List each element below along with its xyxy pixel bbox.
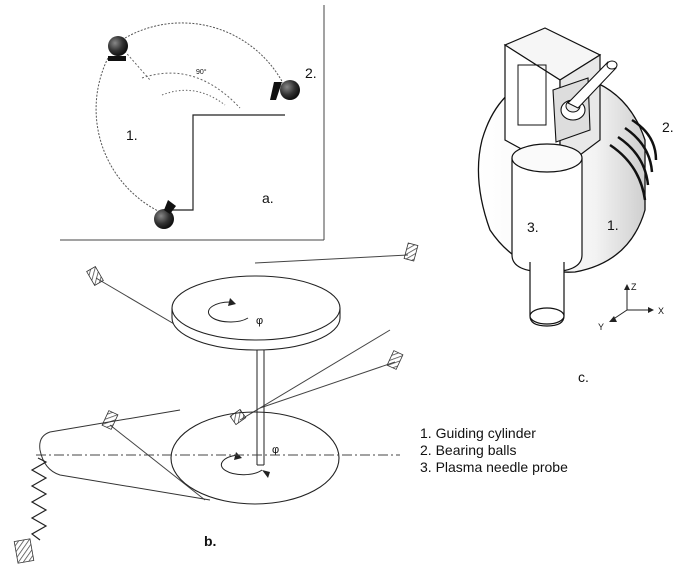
panel-b-spring <box>30 457 48 541</box>
legend-item-bearing-balls: 2. Bearing balls <box>420 442 517 458</box>
panel-b-bottom-disk: φ <box>170 411 340 505</box>
panel-a-label: a. <box>262 190 274 206</box>
panel-c-groove-1 <box>609 143 647 201</box>
panel-b-anchor-3 <box>386 350 404 370</box>
panel-a: 90° 1. 2. a. <box>60 5 325 241</box>
panel-c-probe-top <box>511 143 583 173</box>
panel-c-probe-body <box>511 158 583 273</box>
panel-a-balls-label: 2. <box>305 65 317 81</box>
panel-b-anchor-2 <box>403 242 419 262</box>
panel-c-part-cylinder: 1. <box>607 217 619 233</box>
panel-a-outer-arc-left <box>95 57 161 213</box>
panel-c-housing-inset <box>517 64 547 126</box>
panel-c-groove-4 <box>631 118 658 161</box>
panel-c-groove-3 <box>624 126 654 173</box>
panel-b-phi-upper: φ <box>256 315 263 327</box>
panel-a-angle-arc-inner <box>161 89 226 106</box>
panel-b-wire-3 <box>259 361 396 409</box>
panel-c-axis-y: Y <box>598 322 604 332</box>
panel-c-part-probe: 3. <box>527 219 539 235</box>
panel-c-label: c. <box>578 369 589 385</box>
panel-b-clamp <box>229 408 247 426</box>
legend: 1. Guiding cylinder 2. Bearing balls 3. … <box>420 425 568 476</box>
panel-b-top-disk: φ <box>171 275 341 351</box>
panel-c-axis-triad: Z X Y <box>598 282 664 332</box>
panel-a-ball-top <box>108 36 128 61</box>
legend-item-guiding-cylinder: 1. Guiding cylinder <box>420 425 536 441</box>
legend-item-plasma-needle-probe: 3. Plasma needle probe <box>420 459 568 475</box>
panel-c-needle-tip <box>529 307 565 325</box>
panel-a-outer-arc-top <box>124 22 285 86</box>
panel-a-cutout-edge <box>170 114 285 211</box>
panel-b-wire-5 <box>109 424 206 501</box>
panel-b-label: b. <box>204 533 216 549</box>
panel-c-axis-x: X <box>658 306 664 316</box>
panel-b-anchor-spring <box>13 538 35 564</box>
panel-a-angle-label: 90° <box>196 68 207 76</box>
panel-a-region-label: 1. <box>126 127 138 143</box>
panel-b-anchor-1 <box>86 266 104 286</box>
panel-b-phi-lower: φ <box>272 444 279 456</box>
panel-c: 3. 1. 2. Z X Y c. <box>477 27 674 385</box>
panel-c-axis-z: Z <box>631 282 637 292</box>
panel-c-groove-2 <box>617 135 650 186</box>
panel-b: φ φ b. <box>13 242 419 564</box>
panel-a-ball-right <box>270 80 300 100</box>
panel-a-ball-bottom <box>154 200 176 229</box>
panel-b-belt <box>39 409 211 501</box>
panel-a-radius-line <box>121 47 151 81</box>
panel-c-part-balls: 2. <box>662 119 674 135</box>
panel-b-wire-2 <box>254 254 409 264</box>
panel-a-angle-arc <box>141 72 241 109</box>
panel-c-rod-tip <box>606 60 618 70</box>
panel-b-anchor-4 <box>101 410 119 430</box>
panel-b-wire-4 <box>239 329 391 421</box>
